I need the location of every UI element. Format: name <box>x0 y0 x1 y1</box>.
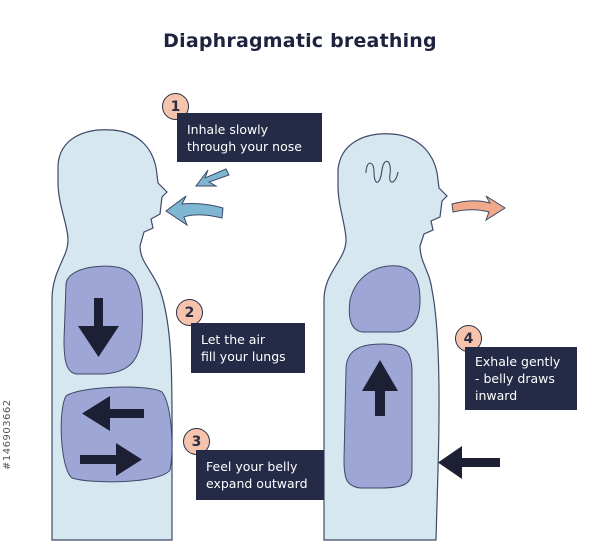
step-2-line-1: Let the air <box>201 332 266 347</box>
step-4-line-2: - belly draws <box>475 371 555 386</box>
step-3-line-2: expand outward <box>206 476 308 491</box>
step-1-line-2: through your nose <box>187 138 302 154</box>
step-3-line-1: Feel your belly <box>206 459 298 474</box>
step-1-callout: Inhale slowly through your nose <box>177 113 322 162</box>
arrow-left-icon <box>82 396 144 431</box>
right-lungs-icon <box>348 265 421 333</box>
arrow-up-icon <box>362 360 398 416</box>
step-1-line-1: Inhale slowly <box>187 121 269 137</box>
step-2-line-2: fill your lungs <box>201 349 286 364</box>
step-3-callout: Feel your belly expand outward <box>196 450 324 500</box>
step-2-callout: Let the air fill your lungs <box>191 323 305 373</box>
arrow-down-icon <box>78 298 119 357</box>
left-lungs-icon <box>63 265 143 375</box>
belly-inward-arrow-icon <box>438 446 500 479</box>
step-4-callout: Exhale gently - belly draws inward <box>465 347 577 410</box>
step-2-badge: 2 <box>176 299 203 326</box>
swirl-icon <box>365 160 399 183</box>
arrow-right-icon <box>80 443 142 476</box>
inhale-arrow-icon <box>165 168 230 227</box>
exhale-arrow-icon <box>451 195 506 222</box>
page-title: Diaphragmatic breathing <box>163 30 437 52</box>
side-image-id: #146903662 <box>2 399 13 470</box>
step-4-line-3: inward <box>475 388 518 403</box>
step-4-line-1: Exhale gently <box>475 354 561 369</box>
